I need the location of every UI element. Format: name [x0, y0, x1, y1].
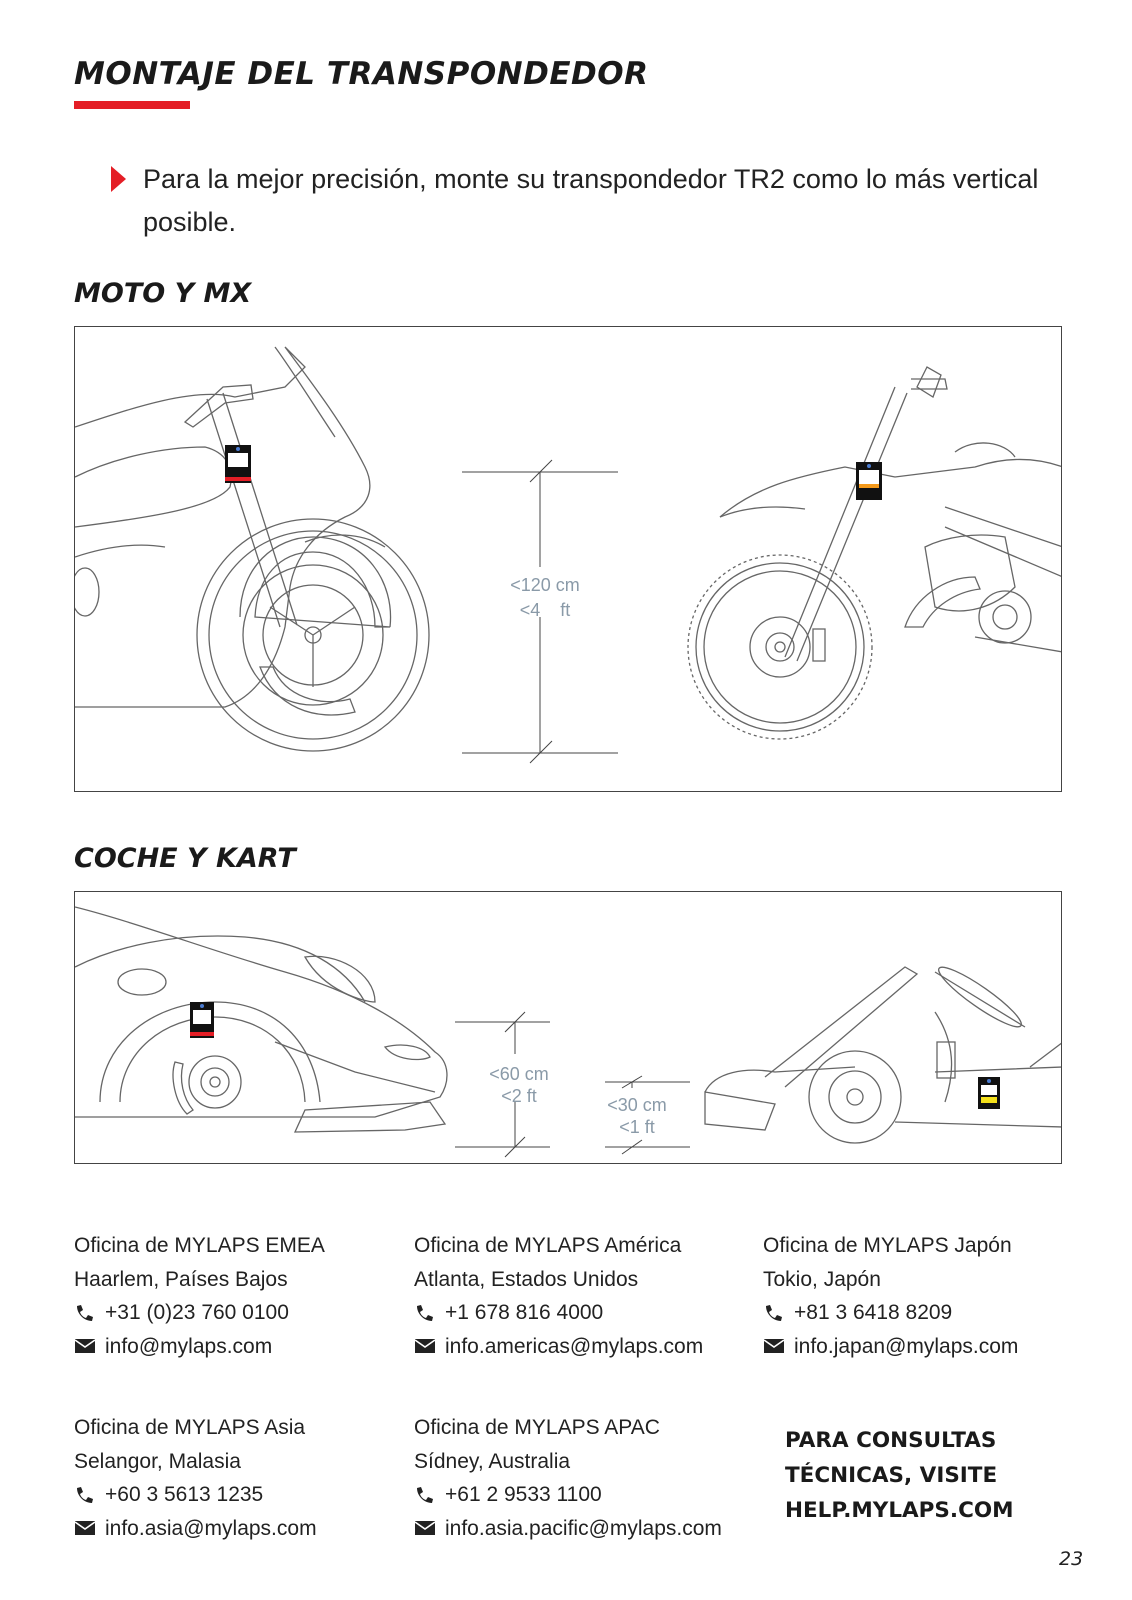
mx-bike-drawing	[687, 366, 1061, 740]
office-phone[interactable]: +81 3 6418 8209	[763, 1296, 1113, 1330]
phone-icon	[763, 1304, 785, 1322]
support-callout[interactable]: PARA CONSULTAS TÉCNICAS, VISITE HELP.MYL…	[785, 1423, 1085, 1528]
kart-drawing	[704, 966, 1061, 1144]
car-height-measure	[455, 1011, 550, 1158]
support-line: PARA CONSULTAS	[785, 1428, 997, 1453]
office-email[interactable]: info.japan@mylaps.com	[763, 1330, 1113, 1364]
office-name: Oficina de MYLAPS EMEA	[74, 1234, 325, 1257]
moto-height-measure	[462, 459, 618, 764]
car-kart-diagram-panel: <60 cm <2 ft <30 cm <1 ft	[74, 891, 1062, 1164]
kart-height-measure	[605, 1075, 690, 1155]
phone-icon	[74, 1304, 96, 1322]
car-kart-diagram: <60 cm <2 ft <30 cm <1 ft	[75, 906, 1061, 1158]
intro-text: Para la mejor precisión, monte su transp…	[143, 164, 1039, 237]
phone-icon	[414, 1304, 436, 1322]
office-phone[interactable]: +31 (0)23 760 0100	[74, 1296, 424, 1330]
moto-diagram-panel: <120 cm <4 ft	[74, 326, 1062, 792]
bullet-arrow-icon	[111, 166, 126, 192]
office-asia: Oficina de MYLAPS Asia Selangor, Malasia…	[74, 1411, 424, 1545]
transponder-icon	[225, 445, 251, 483]
phone-icon	[414, 1486, 436, 1504]
page-number: 23	[1059, 1548, 1084, 1570]
office-phone[interactable]: +61 2 9533 1100	[414, 1478, 764, 1512]
envelope-icon	[74, 1337, 96, 1355]
office-email[interactable]: info.asia@mylaps.com	[74, 1512, 424, 1546]
transponder-icon	[856, 462, 882, 500]
title-underline	[74, 101, 190, 109]
office-city: Sídney, Australia	[414, 1449, 571, 1473]
support-link[interactable]: HELP.MYLAPS.COM	[785, 1498, 1014, 1523]
kart-measure-cm: <30 cm	[607, 1095, 667, 1115]
office-city: Tokio, Japón	[763, 1267, 881, 1291]
office-phone[interactable]: +60 3 5613 1235	[74, 1478, 424, 1512]
envelope-icon	[763, 1337, 785, 1355]
support-line: TÉCNICAS, VISITE	[785, 1463, 998, 1488]
office-email[interactable]: info.americas@mylaps.com	[414, 1330, 764, 1364]
office-apac: Oficina de MYLAPS APAC Sídney, Australia…	[414, 1411, 764, 1545]
office-name: Oficina de MYLAPS APAC	[414, 1416, 660, 1439]
transponder-icon	[978, 1077, 1000, 1109]
envelope-icon	[414, 1337, 436, 1355]
phone-icon	[74, 1486, 96, 1504]
office-city: Atlanta, Estados Unidos	[414, 1267, 639, 1291]
office-name: Oficina de MYLAPS Asia	[74, 1416, 306, 1439]
office-name: Oficina de MYLAPS América	[414, 1234, 682, 1257]
office-email[interactable]: info.asia.pacific@mylaps.com	[414, 1512, 764, 1546]
page-title: MONTAJE DEL TRANSPONDEDOR	[74, 56, 649, 92]
office-city: Selangor, Malasia	[74, 1449, 241, 1473]
office-americas: Oficina de MYLAPS América Atlanta, Estad…	[414, 1229, 764, 1363]
envelope-icon	[414, 1519, 436, 1537]
sport-bike-drawing	[75, 346, 430, 752]
moto-measure-cm: <120 cm	[510, 575, 580, 595]
car-drawing	[75, 906, 448, 1133]
transponder-icon	[190, 1002, 214, 1038]
envelope-icon	[74, 1519, 96, 1537]
office-email[interactable]: info@mylaps.com	[74, 1330, 424, 1364]
office-name: Oficina de MYLAPS Japón	[763, 1234, 1012, 1257]
section-heading-car-kart: COCHE Y KART	[74, 843, 296, 874]
office-emea: Oficina de MYLAPS EMEA Haarlem, Países B…	[74, 1229, 424, 1363]
moto-measure-ft: <4 ft	[520, 600, 571, 620]
moto-diagram: <120 cm <4 ft	[75, 346, 1061, 764]
office-japan: Oficina de MYLAPS Japón Tokio, Japón +81…	[763, 1229, 1113, 1363]
car-measure-ft: <2 ft	[501, 1086, 537, 1106]
car-measure-cm: <60 cm	[489, 1064, 549, 1084]
office-city: Haarlem, Países Bajos	[74, 1267, 288, 1291]
office-phone[interactable]: +1 678 816 4000	[414, 1296, 764, 1330]
kart-measure-ft: <1 ft	[619, 1117, 655, 1137]
section-heading-moto: MOTO Y MX	[74, 278, 252, 309]
